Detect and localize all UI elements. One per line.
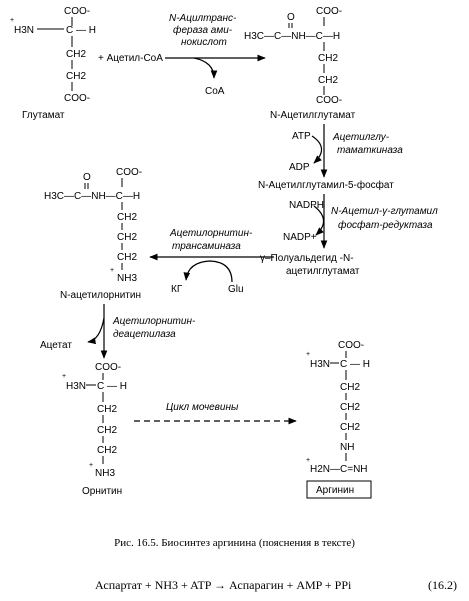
acetylornithine-acetyl-group: H3C—C—NH—C—H [44, 191, 140, 202]
glutamate-coo-bottom: COO- [64, 93, 90, 104]
step2-reaction: ATP ADP Ацетилглу- таматкиназа [289, 124, 403, 178]
nadph-cofactor: NADPH [289, 200, 324, 211]
arginine-name: Аргинин [316, 485, 354, 496]
atp-cofactor: ATP [292, 131, 311, 142]
svg-text:CH2: CH2 [340, 422, 360, 433]
svg-text:COO-: COO- [116, 167, 142, 178]
svg-text:CH2: CH2 [97, 425, 117, 436]
svg-text:NH3: NH3 [117, 273, 137, 284]
svg-text:NH3: NH3 [95, 468, 115, 479]
arginine-alpha-carbon: C — H [340, 359, 370, 370]
acetylglutamate-structure: COO- O H3C—C—NH—C—H CH2 CH2 COO- N-Ацети… [244, 6, 356, 121]
equation-number: (16.2) [428, 578, 457, 592]
acetylornithine-structure: COO- O H3C—C—NH—C—H CH2 CH2 CH2 + NH3 N-… [44, 167, 142, 301]
arginine-name-box [306, 480, 372, 499]
svg-text:+: + [306, 457, 310, 464]
step2-enzyme-line2: таматкиназа [337, 145, 403, 156]
step5-enzyme-line1: Ацетилорнитин- [112, 316, 196, 327]
ornithine-name: Орнитин [82, 486, 122, 497]
acetylglutamylphosphate-name: N-Ацетилглутамил-5-фосфат [258, 179, 394, 191]
svg-text:H3N: H3N [310, 359, 330, 370]
nadp-cofactor: NADP+ [283, 232, 317, 243]
svg-text:+: + [306, 351, 310, 358]
step5-enzyme-line2: деацетилаза [113, 329, 176, 340]
coa-release-arrow [193, 57, 218, 79]
svg-text:COO-: COO- [316, 95, 342, 106]
arginine-guanidino: H2N—C=NH [310, 464, 368, 475]
svg-text:+: + [89, 462, 93, 469]
acetylornithine-name: N-ацетилорнитин [60, 290, 141, 301]
semialdehyde-name-line2: ацетилглутамат [286, 266, 360, 277]
arginine-structure: COO- + H3N C — H CH2 CH2 CH2 NH + H2N—C=… [306, 340, 372, 499]
svg-text:COO-: COO- [95, 362, 121, 373]
figure-caption: Рис. 16.5. Биосинтез аргинина (пояснения… [114, 537, 355, 549]
acetylglutamate-acetyl-group: H3C—C—NH—C—H [244, 31, 340, 42]
step1-enzyme-line2: фераза ами- [173, 24, 233, 36]
step4-enzyme-line1: Ацетилорнитин- [169, 228, 253, 239]
glutamate-ch2-2: CH2 [66, 71, 86, 82]
svg-text:CH2: CH2 [117, 212, 137, 223]
ornithine-structure: COO- + H3N C — H CH2 CH2 CH2 + NH3 Орнит… [62, 362, 127, 497]
glutamate-amino: H3N [14, 25, 34, 36]
acetate-coproduct: Ацетат [40, 340, 72, 351]
svg-text:CH2: CH2 [340, 402, 360, 413]
step3-reaction: NADPH NADP+ N-Ацетил-γ-глутамил фосфат-р… [283, 194, 438, 249]
svg-text:NH: NH [340, 442, 354, 453]
glutamate-name: Глутамат [22, 110, 65, 121]
step2-enzyme-line1: Ацетилглу- [332, 132, 390, 143]
adp-cofactor: ADP [289, 162, 310, 173]
svg-text:O: O [83, 172, 91, 183]
svg-text:COO-: COO- [316, 6, 342, 17]
glu-to-kg-arrow [183, 260, 233, 283]
kg-cofactor: КГ [171, 284, 183, 295]
semialdehyde-name-line1: γ–Полуальдегид -N- [260, 253, 354, 264]
coa-coproduct: CoA [205, 86, 225, 97]
svg-text:H3N: H3N [66, 381, 86, 392]
acetyl-coa-substrate: + Ацетил-CoA [98, 53, 163, 64]
glutamate-ch2-1: CH2 [66, 49, 86, 60]
urea-cycle-label: Цикл мочевины [166, 402, 239, 413]
svg-text:CH2: CH2 [97, 445, 117, 456]
svg-text:CH2: CH2 [318, 53, 338, 64]
svg-text:CH2: CH2 [340, 382, 360, 393]
equation-16-2: Аспартат + NH3 + ATP → Аспарагин + AMP +… [95, 578, 352, 592]
step3-enzyme-line2: фосфат-редуктаза [338, 219, 433, 231]
glutamate-structure: COO- + H3N C — H CH2 CH2 COO- Глутамат [10, 6, 96, 121]
step4-enzyme-line2: трансаминаза [172, 241, 241, 252]
step1-enzyme-line3: нокислот [181, 37, 227, 48]
glutamate-alpha-carbon: C — H [66, 25, 96, 36]
svg-text:+: + [62, 373, 66, 380]
svg-text:CH2: CH2 [117, 232, 137, 243]
arginine-biosynthesis-scheme: COO- + H3N C — H CH2 CH2 COO- Глутамат +… [10, 6, 438, 499]
svg-text:CH2: CH2 [318, 75, 338, 86]
urea-cycle-step: Цикл мочевины [134, 402, 297, 425]
ornithine-alpha-carbon: C — H [97, 381, 127, 392]
svg-text:CH2: CH2 [97, 404, 117, 415]
svg-text:+: + [10, 17, 14, 24]
glu-cofactor: Glu [228, 284, 244, 295]
step3-enzyme-line1: N-Ацетил-γ-глутамил [331, 206, 438, 217]
svg-text:CH2: CH2 [117, 252, 137, 263]
step1-reaction: + Ацетил-CoA N-Ацилтранс- фераза ами- но… [98, 13, 266, 97]
svg-text:O: O [287, 12, 295, 23]
svg-text:+: + [110, 267, 114, 274]
step4-reaction: Ацетилорнитин- трансаминаза Glu КГ [149, 228, 274, 295]
step1-enzyme-line1: N-Ацилтранс- [169, 13, 237, 24]
svg-text:COO-: COO- [338, 340, 364, 351]
acetylglutamate-name: N-Ацетилглутамат [270, 110, 356, 121]
step5-reaction: Ацетилорнитин- деацетилаза Ацетат [40, 304, 196, 359]
glutamate-coo-top: COO- [64, 6, 90, 17]
